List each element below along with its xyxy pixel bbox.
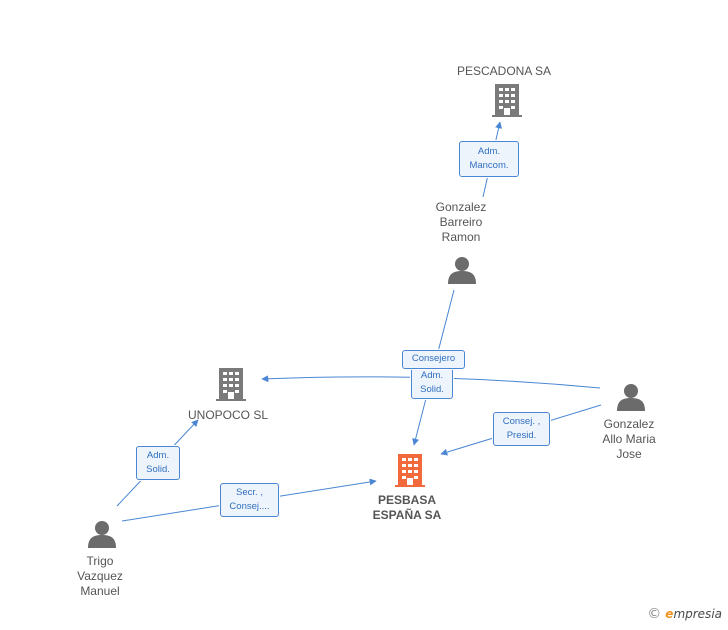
relation-label-consejero: Consejero: [402, 350, 465, 369]
building-icon[interactable]: [492, 84, 522, 117]
main-building-icon[interactable]: [395, 454, 425, 487]
person-label-gonzalez-barreiro[interactable]: Gonzalez Barreiro Ramon: [435, 200, 487, 244]
brand-logo: ©empresia: [647, 606, 722, 622]
company-label-pesbasa[interactable]: PESBASA ESPAÑA SA: [372, 493, 442, 522]
relation-label-trigo-unopoco: Adm. Solid.: [136, 446, 180, 480]
person-label-trigo[interactable]: Trigo Vazquez Manuel: [77, 554, 123, 598]
brand-e: e: [665, 607, 674, 621]
copyright-icon: ©: [647, 606, 662, 622]
person-icon[interactable]: [448, 257, 476, 284]
relation-label-secr-consej: Secr. , Consej....: [220, 483, 279, 517]
building-icon[interactable]: [216, 368, 246, 401]
person-icon[interactable]: [617, 384, 645, 411]
company-label-unopoco[interactable]: UNOPOCO SL: [187, 408, 268, 422]
person-label-gonzalez-allo[interactable]: Gonzalez Allo Maria Jose: [602, 417, 656, 461]
relation-label-allo-unopoco: Adm. Solid.: [411, 366, 453, 399]
relation-label-consej-presid: Consej. , Presid.: [493, 412, 550, 446]
person-icon[interactable]: [88, 521, 116, 548]
relation-label-adm-mancom: Adm. Mancom.: [459, 141, 519, 177]
brand-name: mpresia: [673, 607, 722, 621]
company-label-pescadona[interactable]: PESCADONA SA: [456, 64, 552, 78]
